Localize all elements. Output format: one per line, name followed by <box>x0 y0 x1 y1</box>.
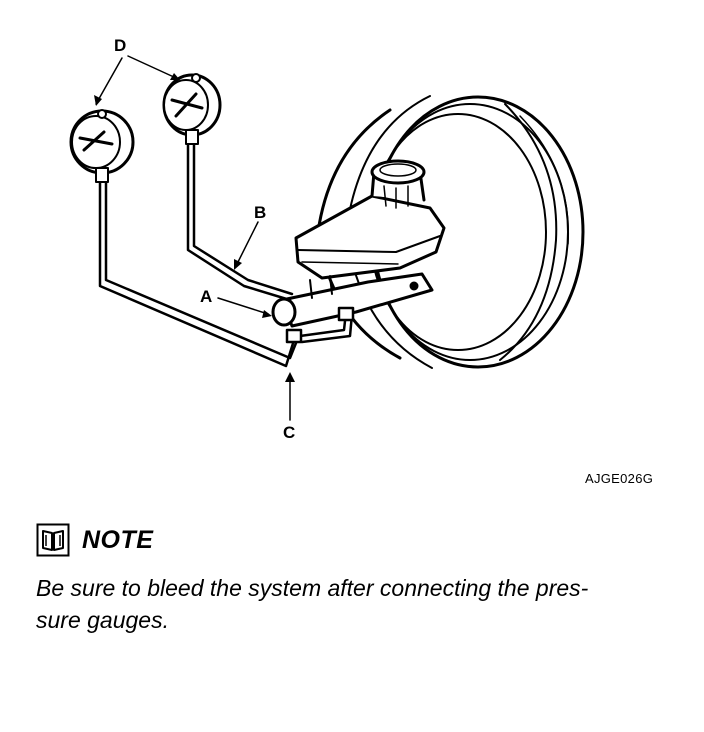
pressure-gauge-right <box>162 73 222 145</box>
brake-lines <box>98 138 355 368</box>
note-body-line-1: Be sure to bleed the system after connec… <box>36 575 589 601</box>
callout-d: D <box>114 36 126 55</box>
pressure-gauge-left <box>69 109 135 183</box>
callout-leaders <box>95 55 291 421</box>
callout-c: C <box>283 423 295 442</box>
callout-b: B <box>254 203 266 222</box>
callout-a: A <box>200 287 212 306</box>
fluid-reservoir <box>294 159 446 280</box>
book-icon <box>36 523 70 557</box>
brake-pressure-gauge-diagram: D B A C <box>69 36 585 442</box>
note-title: NOTE <box>82 525 154 554</box>
note-body-line-2: sure gauges. <box>36 607 169 633</box>
note-heading: NOTE <box>36 523 153 557</box>
figure-code: AJGE026G <box>585 471 654 486</box>
note-body: Be sure to bleed the system after connec… <box>36 572 676 636</box>
